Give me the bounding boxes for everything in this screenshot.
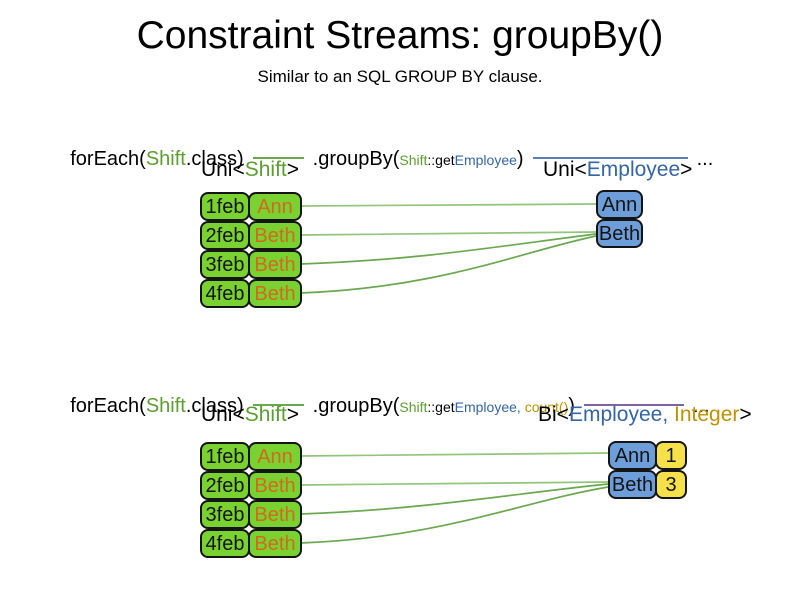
foreach-call: forEach(Shift.class) bbox=[70, 395, 243, 417]
label-text: > bbox=[286, 158, 300, 181]
arg-separator: , bbox=[516, 399, 525, 415]
employee-group-column: Ann Beth bbox=[596, 190, 643, 248]
code-text: .groupBy( bbox=[312, 148, 400, 170]
code-text: .groupBy( bbox=[312, 395, 400, 417]
uni-shift-label-1: Uni<Shift> bbox=[200, 158, 300, 182]
integer-type-token: Integer bbox=[674, 403, 740, 426]
groupby-call: .groupBy(Shift::getEmployee) bbox=[313, 148, 524, 170]
label-text: Uni< bbox=[543, 158, 587, 181]
slide-title: Constraint Streams: groupBy() bbox=[136, 14, 664, 57]
shift-date-cell: 1feb bbox=[200, 192, 250, 221]
link2-1feb-to-ann bbox=[299, 452, 609, 457]
shift-date-cell: 3feb bbox=[200, 500, 250, 529]
group-count-cell: 3 bbox=[655, 470, 687, 499]
label-text: > bbox=[286, 403, 300, 426]
foreach-call: forEach(Shift.class) bbox=[70, 148, 243, 170]
label-text: Uni< bbox=[200, 158, 245, 181]
uni-shift-label-2: Uni<Shift> bbox=[200, 403, 300, 427]
shift-employee-cell: Beth bbox=[248, 221, 302, 250]
shift-employee-cell: Beth bbox=[248, 471, 302, 500]
stream-connector-purple bbox=[583, 404, 684, 406]
code-text: ) bbox=[516, 148, 524, 170]
group-employee-cell: Ann bbox=[596, 190, 643, 219]
link-4feb-to-beth bbox=[299, 235, 597, 294]
employee-type-token: Employee bbox=[586, 158, 681, 181]
key-method-token: ::get bbox=[427, 152, 455, 168]
shift-row: 4feb Beth bbox=[200, 279, 304, 308]
code-text: .class) bbox=[185, 148, 244, 170]
stream-connector-green-1 bbox=[252, 157, 304, 159]
shift-row: 4feb Beth bbox=[200, 529, 304, 558]
group-row: Beth 3 bbox=[608, 470, 687, 499]
shift-row: 1feb Ann bbox=[200, 192, 304, 221]
group-employee-cell: Ann bbox=[608, 441, 657, 470]
shift-date-cell: 1feb bbox=[200, 442, 250, 471]
shift-table-1: 1feb Ann 2feb Beth 3feb Beth 4feb Beth bbox=[200, 192, 304, 308]
ellipsis-text: ... bbox=[696, 148, 714, 170]
slide-subtitle: Similar to an SQL GROUP BY clause. bbox=[257, 67, 543, 86]
shift-employee-cell: Beth bbox=[248, 279, 302, 308]
type-separator: , bbox=[662, 403, 674, 426]
link2-3feb-to-beth bbox=[299, 483, 609, 515]
group-row: Ann 1 bbox=[608, 441, 687, 470]
shift-class-token: Shift bbox=[145, 395, 186, 417]
shift-employee-cell: Ann bbox=[248, 442, 302, 471]
code-text: forEach( bbox=[70, 148, 146, 170]
ellipsis-text: ... bbox=[692, 395, 710, 417]
bi-employee-integer-label: Bi<Employee, Integer> bbox=[538, 403, 752, 427]
label-text: > bbox=[680, 158, 693, 181]
shift-date-cell: 4feb bbox=[200, 279, 250, 308]
code-line-2: forEach(Shift.class).groupBy(Shift::getE… bbox=[48, 364, 710, 449]
label-text: > bbox=[739, 403, 752, 426]
employee-type-token: Employee bbox=[568, 403, 663, 426]
key-class-token: Shift bbox=[399, 152, 428, 168]
label-text: Bi< bbox=[538, 403, 569, 426]
uni-employee-label: Uni<Employee> bbox=[543, 158, 692, 182]
key-method-token: ::get bbox=[427, 399, 455, 415]
link2-2feb-to-beth bbox=[299, 481, 609, 486]
shift-class-token: Shift bbox=[145, 148, 186, 170]
shift-employee-cell: Beth bbox=[248, 529, 302, 558]
link-2feb-to-beth bbox=[299, 231, 597, 236]
code-text: ) bbox=[568, 395, 575, 417]
group-employee-cell: Beth bbox=[608, 470, 657, 499]
count-collector-token: count() bbox=[524, 399, 569, 415]
label-text: Uni< bbox=[200, 403, 245, 426]
link2-4feb-to-beth bbox=[299, 486, 609, 544]
employee-count-group-column: Ann 1 Beth 3 bbox=[608, 441, 687, 499]
shift-row: 1feb Ann bbox=[200, 442, 304, 471]
key-class-token: Shift bbox=[399, 399, 428, 415]
shift-table-2: 1feb Ann 2feb Beth 3feb Beth 4feb Beth bbox=[200, 442, 304, 558]
code-text: forEach( bbox=[70, 395, 146, 417]
shift-employee-cell: Ann bbox=[248, 192, 302, 221]
shift-row: 3feb Beth bbox=[200, 500, 304, 529]
shift-employee-cell: Beth bbox=[248, 500, 302, 529]
link-1feb-to-ann bbox=[299, 203, 597, 207]
key-type-token: Employee bbox=[454, 399, 517, 415]
code-text: .class) bbox=[185, 395, 244, 417]
shift-employee-cell: Beth bbox=[248, 250, 302, 279]
shift-row: 2feb Beth bbox=[200, 471, 304, 500]
link-3feb-to-beth bbox=[299, 233, 597, 265]
group-count-cell: 1 bbox=[655, 441, 687, 470]
shift-row: 3feb Beth bbox=[200, 250, 304, 279]
shift-row: 2feb Beth bbox=[200, 221, 304, 250]
shift-date-cell: 2feb bbox=[200, 471, 250, 500]
group-employee-cell: Beth bbox=[596, 219, 643, 248]
shift-type-token: Shift bbox=[244, 403, 287, 426]
stream-connector-blue-1 bbox=[532, 157, 688, 159]
code-line-1: forEach(Shift.class).groupBy(Shift::getE… bbox=[48, 117, 713, 202]
shift-date-cell: 2feb bbox=[200, 221, 250, 250]
stream-connector-green-2 bbox=[252, 404, 304, 406]
shift-date-cell: 4feb bbox=[200, 529, 250, 558]
groupby-call: .groupBy(Shift::getEmployee, count()) bbox=[313, 395, 575, 417]
shift-date-cell: 3feb bbox=[200, 250, 250, 279]
shift-type-token: Shift bbox=[244, 158, 287, 181]
key-type-token: Employee bbox=[454, 152, 517, 168]
